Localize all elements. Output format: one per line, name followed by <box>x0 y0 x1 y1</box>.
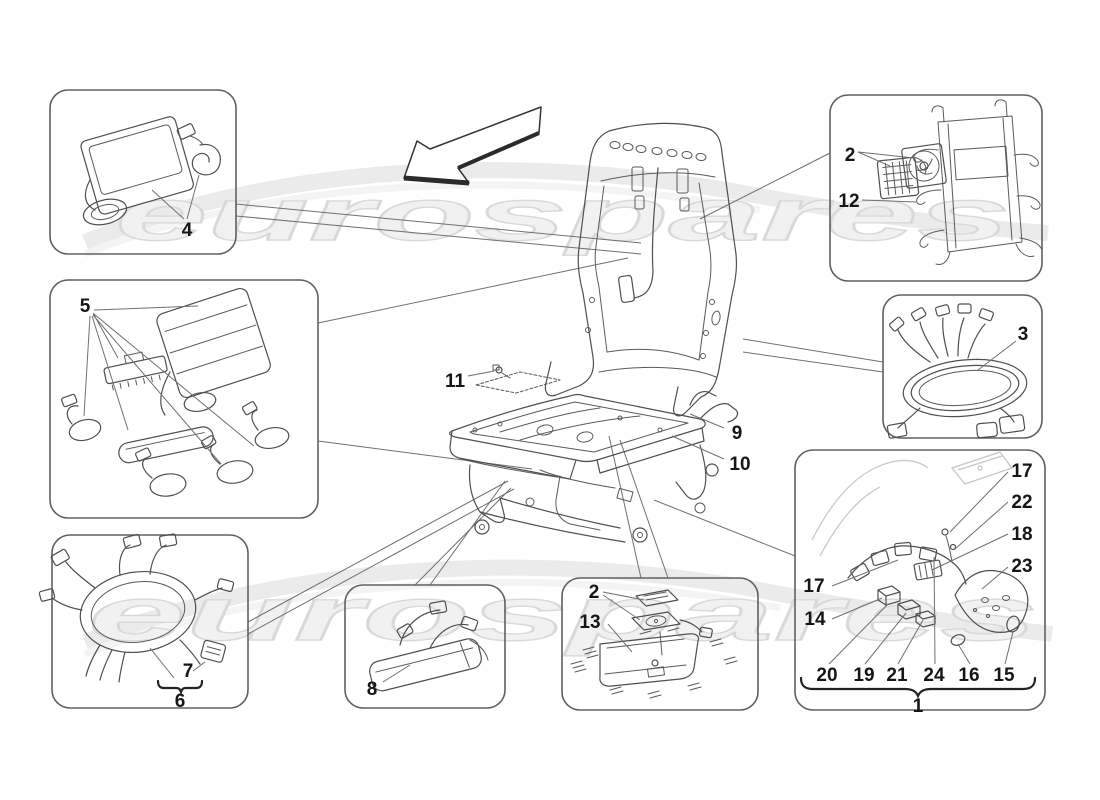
relay-part7 <box>200 639 227 663</box>
fan-grid <box>876 156 920 200</box>
seat-backrest-drawing <box>544 122 738 417</box>
watermark-top: eurospares <box>115 173 1010 256</box>
part7-label: 7 <box>183 661 194 682</box>
part10-label: 10 <box>729 454 750 475</box>
part14-label: 14 <box>804 609 826 630</box>
part8-drawing: 8 <box>367 600 489 700</box>
callout-box-5 <box>49 279 319 519</box>
part18-label: 18 <box>1011 524 1032 545</box>
fan-blades <box>901 143 947 189</box>
cushion-pan <box>599 633 700 687</box>
part3-drawing: 3 <box>886 303 1029 439</box>
part19-label: 19 <box>853 665 874 686</box>
watermark-bottom: eurospares <box>88 572 1038 657</box>
pan-springs <box>570 627 738 699</box>
connector-part18 <box>913 559 943 581</box>
callout-box-8 <box>344 584 506 709</box>
group1-label: 1 <box>913 696 924 717</box>
box212-part2-label: 2 <box>845 145 856 166</box>
part22-label: 22 <box>1011 492 1032 513</box>
part16-label: 16 <box>958 665 979 686</box>
part20-label: 20 <box>816 665 837 686</box>
part3-label: 3 <box>1018 324 1029 345</box>
callout-box-4 <box>49 89 237 255</box>
part5-label: 5 <box>80 296 91 317</box>
switch-part19 <box>897 599 921 620</box>
screw-part22 <box>949 543 957 551</box>
callout-box-2-12 <box>829 94 1043 282</box>
cord-plug <box>176 123 196 140</box>
part17-right-label: 17 <box>1011 461 1032 482</box>
callout-box-6-7 <box>51 534 249 709</box>
group1-bracket <box>799 676 1037 699</box>
cap-part16 <box>950 634 966 646</box>
screw-part11 <box>492 364 511 379</box>
watermark-layer: eurospares eurospares <box>81 162 1053 658</box>
part21-label: 21 <box>886 665 908 686</box>
callout-box-3 <box>882 294 1043 439</box>
seat-base-drawing <box>449 364 739 543</box>
part12-label: 12 <box>838 191 859 212</box>
frame-labels: 11 9 10 <box>445 370 751 475</box>
part11-label: 11 <box>445 371 466 392</box>
headrest-guides <box>631 166 690 212</box>
car-swoosh-top-echo <box>83 181 761 258</box>
part17-left-label: 17 <box>803 576 824 597</box>
part6-label: 6 <box>175 691 186 712</box>
part5-drawing: 5 <box>61 287 290 497</box>
box213-part2-label: 2 <box>589 582 600 603</box>
part6-7-drawing: 7 6 <box>38 533 235 712</box>
cap-part15 <box>1006 615 1020 633</box>
part24-label: 24 <box>923 665 945 686</box>
callout-boxes <box>49 89 1046 711</box>
part15-label: 15 <box>993 665 1015 686</box>
part4-label: 4 <box>182 220 193 241</box>
part23-label: 23 <box>1011 556 1032 577</box>
part1-group-drawing: 17 22 18 23 17 14 20 19 21 24 16 15 1 <box>799 451 1037 717</box>
direction-arrow <box>403 106 542 186</box>
callout-box-2-13 <box>561 577 759 711</box>
leader-lines <box>235 152 884 635</box>
screw-part17 <box>941 528 949 536</box>
coiled-cord <box>191 143 221 176</box>
car-swoosh-top <box>81 162 1049 250</box>
part2-13-drawing: 2 13 <box>570 582 738 699</box>
part8-label: 8 <box>367 679 378 700</box>
part6-bracket <box>156 679 204 696</box>
callout-box-1 <box>794 449 1046 711</box>
part4-drawing: 4 <box>80 116 221 241</box>
backrest-cable <box>633 167 659 299</box>
part13-label: 13 <box>579 612 600 633</box>
switch-part20 <box>877 585 901 607</box>
part9-label: 9 <box>732 423 743 444</box>
part2-12-drawing: 2 12 <box>838 99 1043 265</box>
cable-connector <box>618 274 635 303</box>
bezel-part24 <box>954 569 1029 633</box>
